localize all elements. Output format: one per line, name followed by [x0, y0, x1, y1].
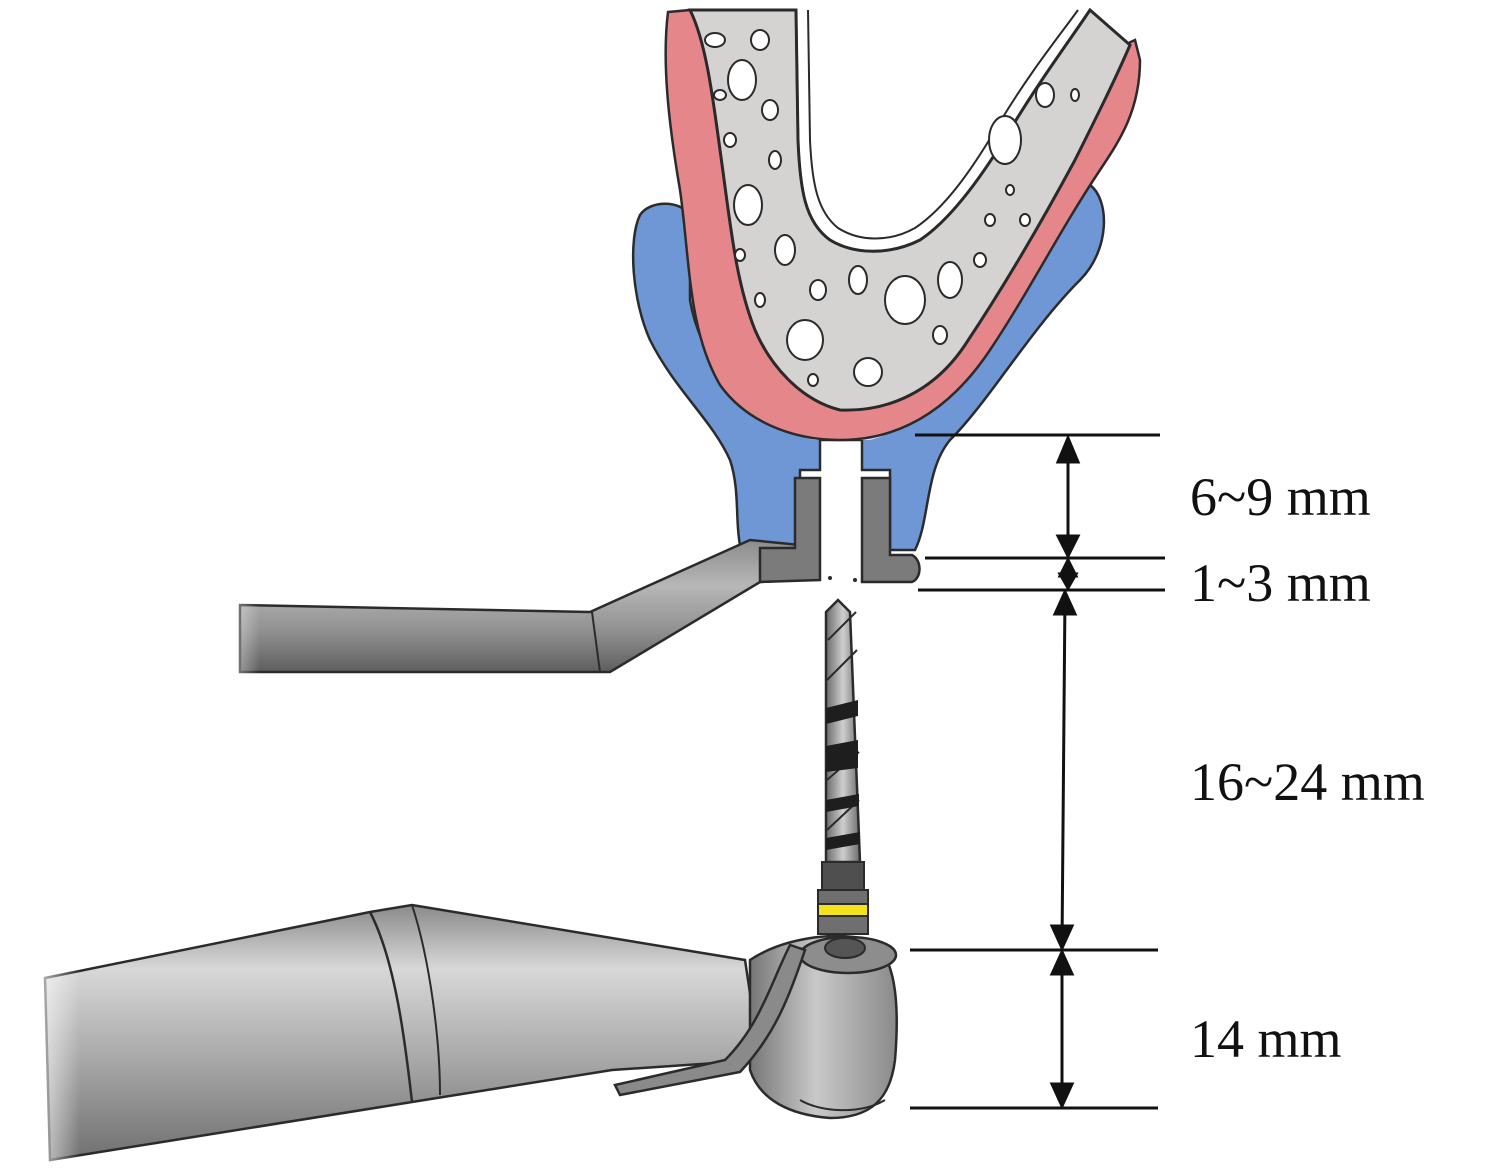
- dimension-lines: [910, 433, 1165, 1110]
- dimension-label-head-height: 14 mm: [1190, 1009, 1342, 1069]
- drill-bit: [817, 598, 869, 935]
- handpiece: [20, 903, 898, 1168]
- dimension-label-sleeve-depth: 6~9 mm: [1190, 467, 1371, 527]
- dimension-arrow-3: [1060, 593, 1067, 947]
- dimension-label-drill-length: 16~24 mm: [1190, 752, 1425, 812]
- surgical-guide: [200, 476, 921, 680]
- bone: [687, 7, 1132, 412]
- dimension-label-sleeve-offset: 1~3 mm: [1190, 553, 1371, 613]
